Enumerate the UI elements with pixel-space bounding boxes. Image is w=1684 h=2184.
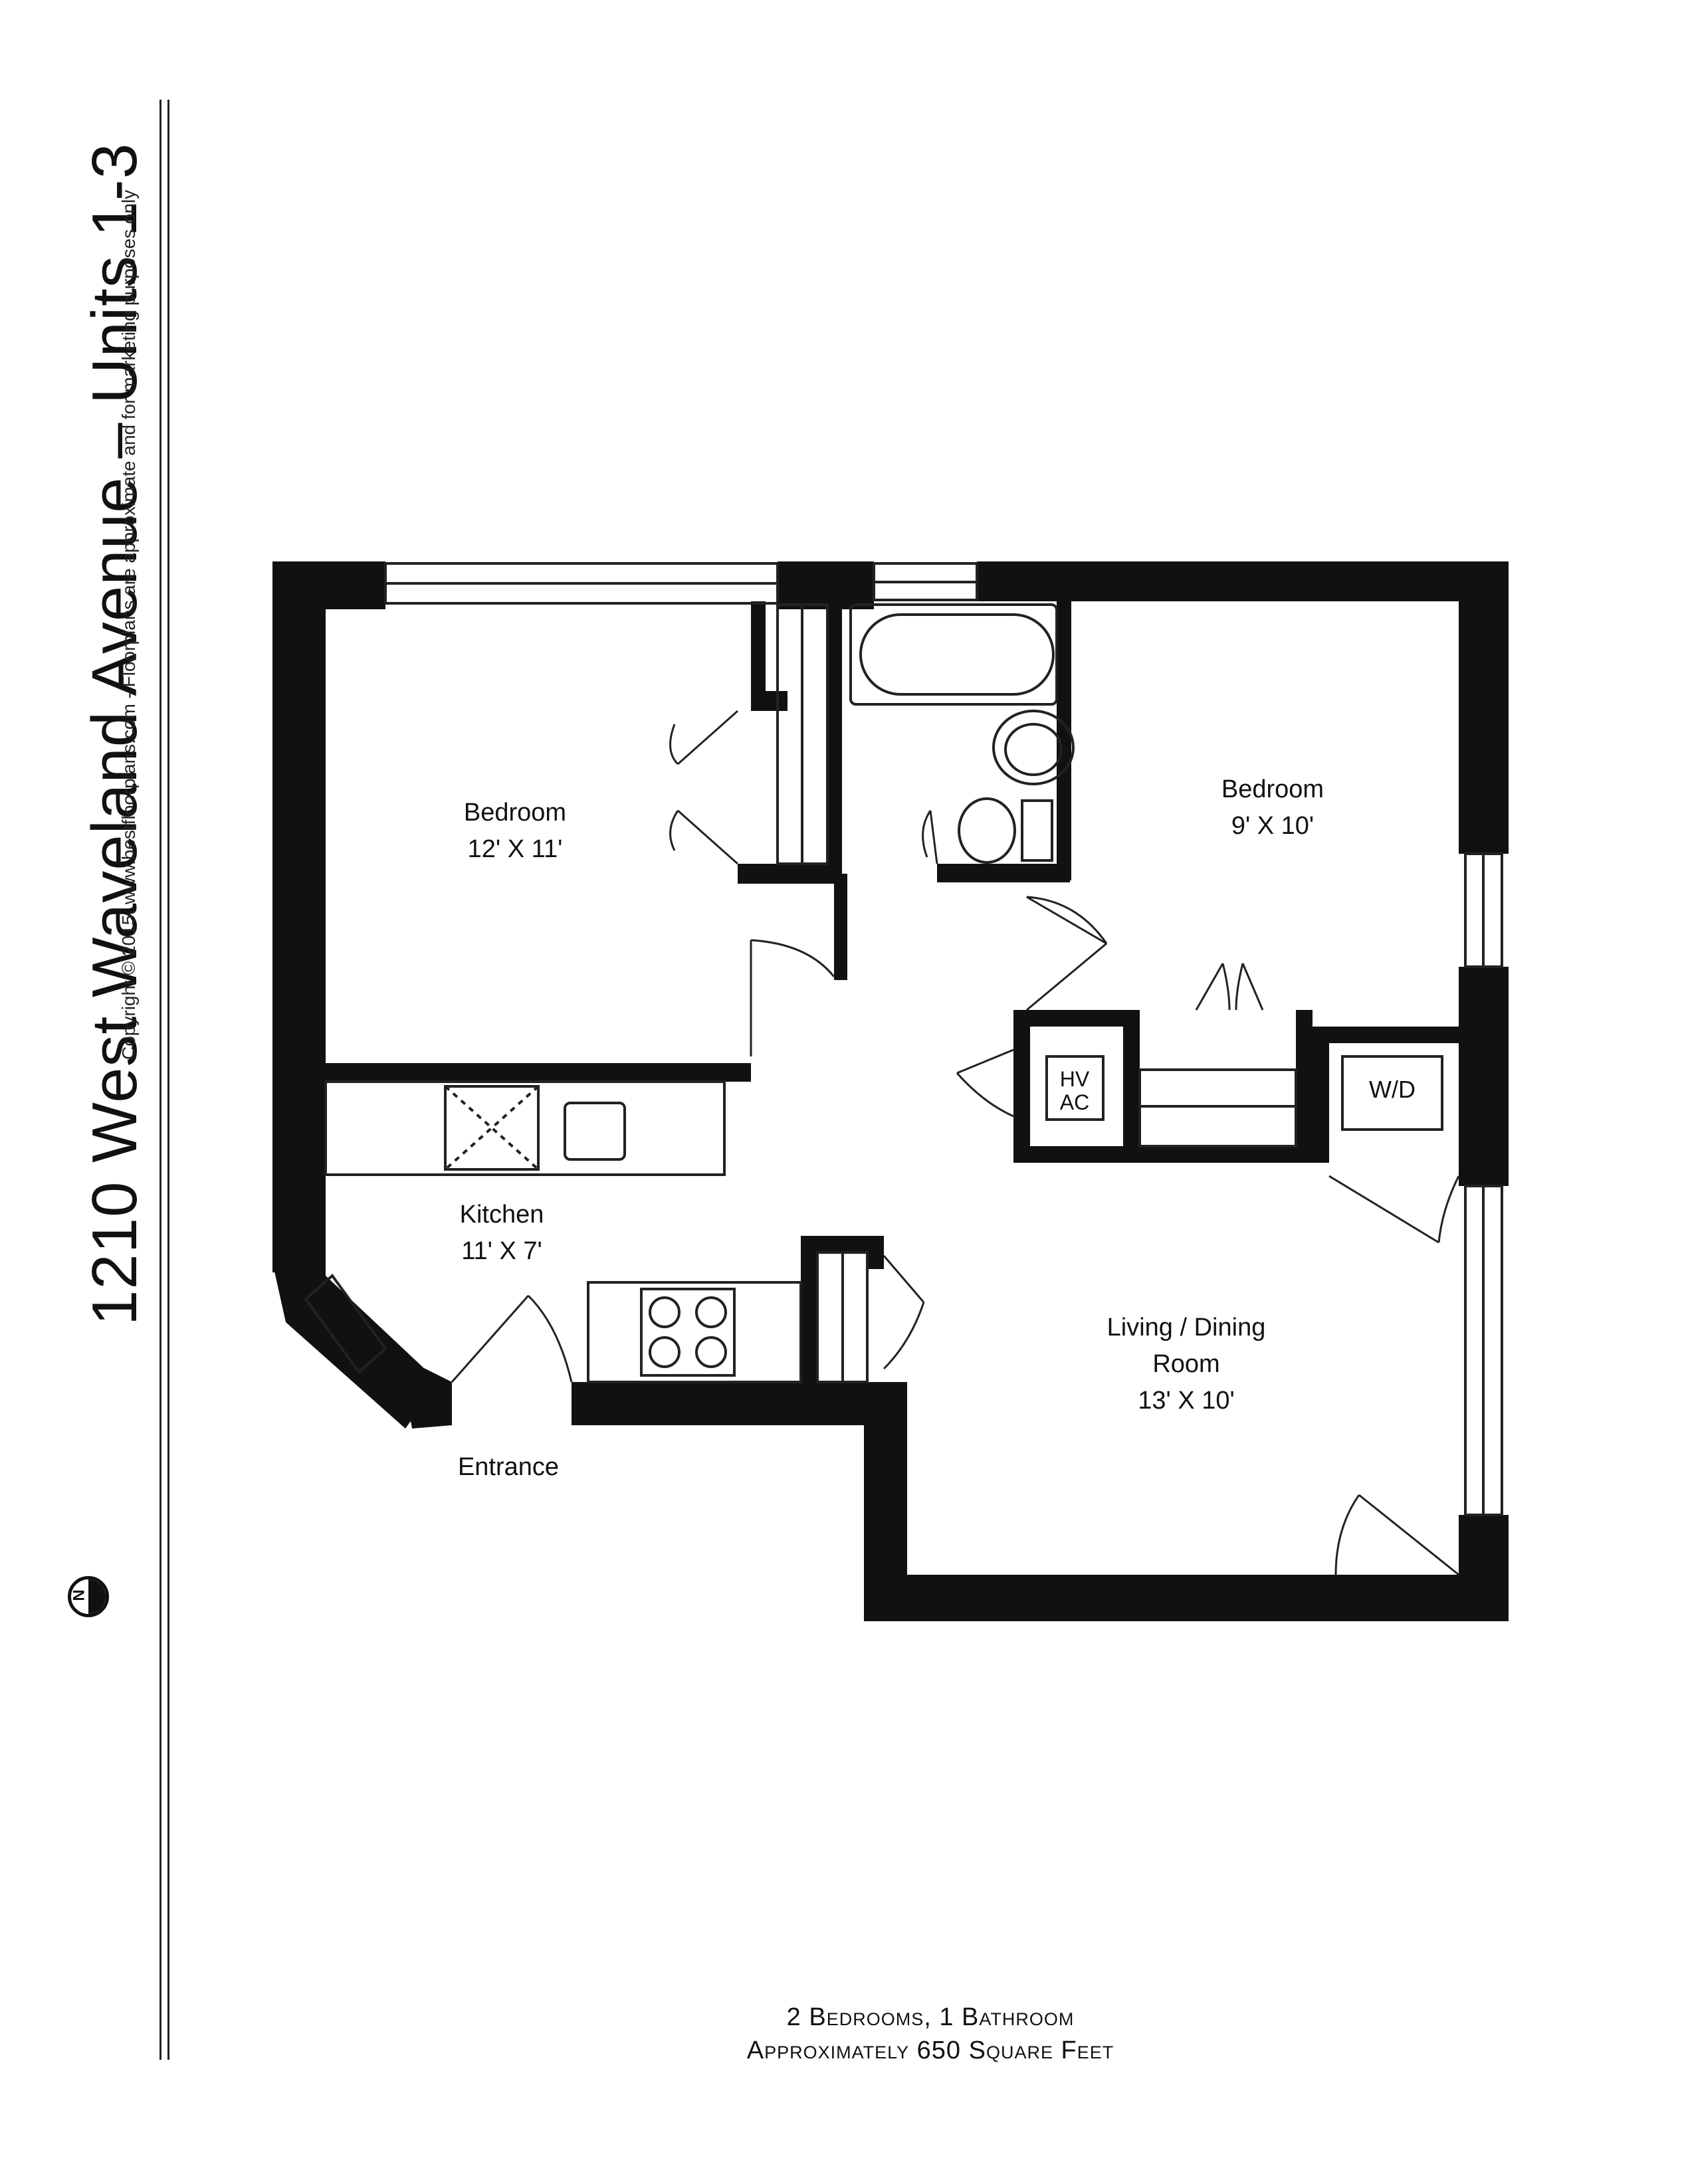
divider-rule (167, 100, 169, 2060)
living-room-name: Living / Dining (1107, 1314, 1266, 1341)
divider-rule (159, 100, 161, 2060)
bedroom-2-size: 9' X 10' (1231, 812, 1314, 840)
bedroom-1-name: Bedroom (464, 799, 566, 827)
living-room-name-line2: Room (1152, 1350, 1219, 1378)
kitchen-name: Kitchen (460, 1201, 544, 1229)
hvac-label-line2: AC (1060, 1090, 1089, 1114)
footer-rooms: 2 Bedrooms, 1 Bathroom (786, 2003, 1075, 2031)
entrance-label: Entrance (458, 1453, 559, 1481)
bedroom-1-size: 12' X 11' (468, 835, 563, 863)
north-arrow-icon: N (68, 1576, 109, 1617)
footer-area: Approximately 650 Square Feet (746, 2036, 1114, 2064)
walls (272, 561, 1509, 1621)
washer-dryer-label: W/D (1369, 1076, 1416, 1103)
bedroom-2-name: Bedroom (1221, 775, 1324, 803)
living-room-size: 13' X 10' (1138, 1387, 1235, 1415)
kitchen-size: 11' X 7' (461, 1237, 542, 1265)
hvac-label-line1: HV (1060, 1067, 1090, 1091)
